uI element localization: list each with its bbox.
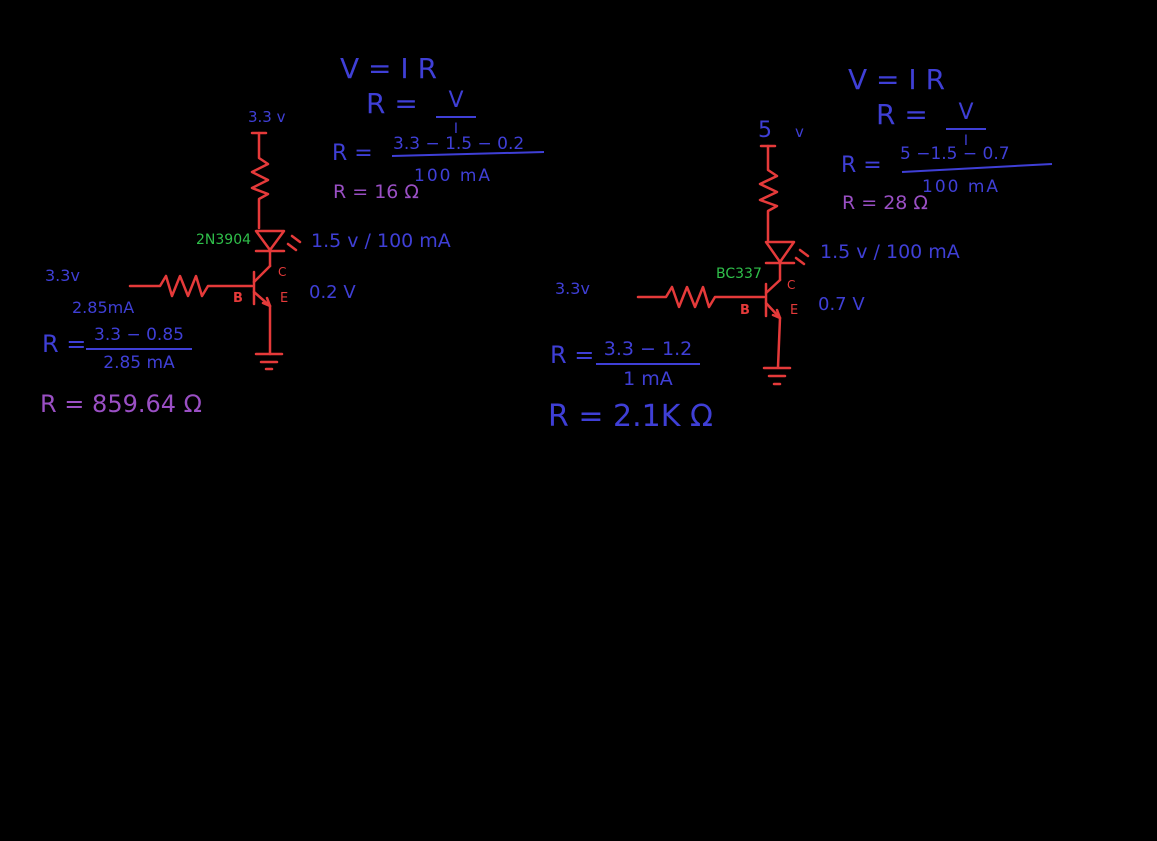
- right-r-fraction: V I: [946, 100, 986, 149]
- right-supply-unit: v: [795, 123, 804, 141]
- right-pin-b: B: [740, 303, 750, 318]
- left-r-label: R =: [366, 87, 418, 120]
- left-pin-e: E: [280, 291, 289, 306]
- right-vce: 0.7 V: [818, 294, 865, 315]
- right-rb-num: 3.3 − 1.2: [603, 338, 693, 360]
- right-rb-den: 1 mA: [623, 368, 673, 390]
- left-led: [254, 229, 286, 252]
- right-base-resistor: [636, 285, 766, 309]
- left-base-voltage: 3.3v: [45, 266, 80, 285]
- right-led: [764, 240, 796, 264]
- right-led-ray-2: [794, 256, 806, 266]
- right-led-ray-1: [798, 248, 810, 258]
- right-transistor-collector-leg: [764, 278, 782, 295]
- left-r1-fraction-bar: [391, 151, 545, 157]
- right-r1-label: R =: [841, 153, 882, 178]
- left-r-fraction: V I: [436, 88, 476, 137]
- left-rb-fraction: 3.3 − 0.85 2.85 mA: [86, 325, 192, 373]
- left-transistor-model: 2N3904: [196, 232, 252, 248]
- left-led-ray-2: [286, 242, 298, 252]
- left-r-bar: [436, 116, 476, 118]
- left-pin-b: B: [233, 291, 243, 306]
- right-transistor-emitter-leg: [764, 301, 782, 320]
- right-rb-bar: [596, 363, 700, 365]
- right-pin-c: C: [787, 278, 796, 292]
- left-r-num: V: [448, 88, 464, 113]
- right-circuit: [636, 144, 810, 386]
- right-rb-result: R = 2.1K Ω: [548, 399, 713, 434]
- right-transistor-model: BC337: [716, 266, 762, 282]
- right-ohm-law: V = I R: [848, 63, 946, 96]
- left-rb-den: 2.85 mA: [103, 353, 175, 373]
- right-base-voltage: 3.3v: [555, 279, 590, 298]
- left-r1-den: 100 mA: [414, 166, 493, 186]
- left-supply-voltage: 3.3 v: [248, 108, 286, 126]
- right-r1-num: 5 −1.5 − 0.7: [900, 144, 1010, 164]
- left-base-resistor: [128, 274, 254, 298]
- right-r-label: R =: [876, 98, 928, 131]
- left-r1-label: R =: [332, 141, 373, 166]
- left-pin-c: C: [278, 265, 287, 279]
- left-rb-result: R = 859.64 Ω: [40, 390, 202, 418]
- right-r-bar: [946, 128, 986, 130]
- left-r1-result: R = 16 Ω: [333, 181, 419, 203]
- right-pin-e: E: [790, 303, 799, 318]
- left-led-spec: 1.5 v / 100 mA: [311, 230, 451, 252]
- left-transistor-collector-leg: [252, 264, 272, 284]
- left-rb-label: R =: [42, 330, 87, 358]
- left-base-current: 2.85mA: [72, 298, 135, 317]
- left-led-ray-1: [290, 234, 302, 244]
- right-emitter-wire: [776, 316, 782, 369]
- left-rb-num: 3.3 − 0.85: [94, 325, 184, 345]
- left-vce: 0.2 V: [309, 282, 356, 303]
- left-r1-num: 3.3 − 1.5 − 0.2: [393, 134, 525, 154]
- left-ohm-law: V = I R: [340, 52, 438, 85]
- right-r1-result: R = 28 Ω: [842, 192, 928, 214]
- right-led-spec: 1.5 v / 100 mA: [820, 241, 960, 263]
- right-r1-den: 100 mA: [922, 177, 1001, 197]
- left-circuit: [128, 131, 302, 371]
- left-r-den: I: [453, 121, 459, 137]
- left-collector-resistor: [250, 131, 270, 230]
- left-rb-bar: [86, 348, 192, 350]
- right-r-den: I: [963, 133, 969, 149]
- right-rb-fraction: 3.3 − 1.2 1 mA: [596, 338, 700, 390]
- right-collector-resistor: [758, 144, 779, 242]
- right-r-num: V: [958, 100, 974, 125]
- right-supply-value: 5: [758, 118, 772, 143]
- right-r1-fraction-bar: [901, 163, 1053, 173]
- right-rb-label: R =: [550, 341, 595, 369]
